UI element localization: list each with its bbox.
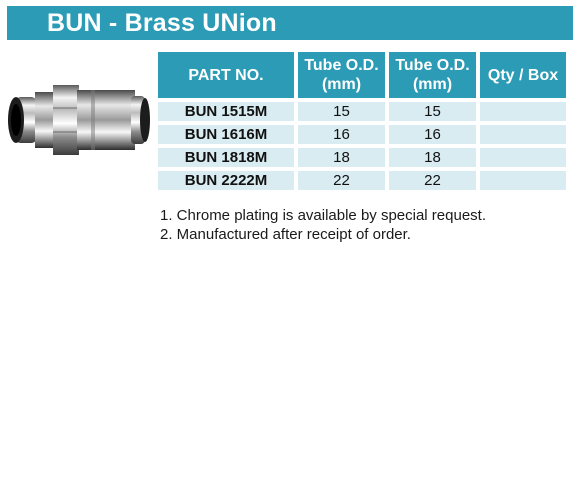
cell-tube-od-2: 16 <box>389 125 476 144</box>
cell-tube-od-2: 15 <box>389 102 476 121</box>
cell-qty-box <box>480 148 566 167</box>
cell-tube-od-1: 16 <box>298 125 385 144</box>
header-unit: (mm) <box>321 76 362 93</box>
cell-tube-od-2: 22 <box>389 171 476 190</box>
cell-part-no: BUN 2222M <box>158 171 294 190</box>
header-tube-od-2: Tube O.D. (mm) <box>389 52 476 98</box>
cell-qty-box <box>480 171 566 190</box>
table-row: BUN 1616M 16 16 <box>158 125 566 144</box>
header-label: Qty / Box <box>487 66 559 84</box>
table-row: BUN 1818M 18 18 <box>158 148 566 167</box>
cell-tube-od-1: 18 <box>298 148 385 167</box>
note-manufactured-after-order: 2. Manufactured after receipt of order. <box>160 226 411 243</box>
note-chrome-plating: 1. Chrome plating is available by specia… <box>160 207 487 224</box>
cell-tube-od-1: 15 <box>298 102 385 121</box>
table-row: BUN 1515M 15 15 <box>158 102 566 121</box>
brass-union-fitting-image <box>8 85 150 155</box>
cell-qty-box <box>480 125 566 144</box>
header-label: Tube O.D. <box>395 57 470 74</box>
cell-part-no: BUN 1818M <box>158 148 294 167</box>
spec-table: PART NO. Tube O.D. (mm) Tube O.D. (mm) Qty… <box>154 48 570 194</box>
header-unit: (mm) <box>412 76 453 93</box>
cell-qty-box <box>480 102 566 121</box>
table-header-row: PART NO. Tube O.D. (mm) Tube O.D. (mm) Qty… <box>158 52 566 98</box>
header-part-no: PART NO. <box>158 52 294 98</box>
header-label: Tube O.D. <box>304 57 379 74</box>
title-bar: BUN - Brass UNion <box>7 6 573 40</box>
table-row: BUN 2222M 22 22 <box>158 171 566 190</box>
cell-tube-od-1: 22 <box>298 171 385 190</box>
header-label: PART NO. <box>188 66 264 84</box>
header-tube-od-1: Tube O.D. (mm) <box>298 52 385 98</box>
notes: 1. Chrome plating is available by specia… <box>160 206 486 244</box>
header-qty-box: Qty / Box <box>480 52 566 98</box>
cell-part-no: BUN 1616M <box>158 125 294 144</box>
page-title: BUN - Brass UNion <box>47 8 277 37</box>
cell-part-no: BUN 1515M <box>158 102 294 121</box>
cell-tube-od-2: 18 <box>389 148 476 167</box>
